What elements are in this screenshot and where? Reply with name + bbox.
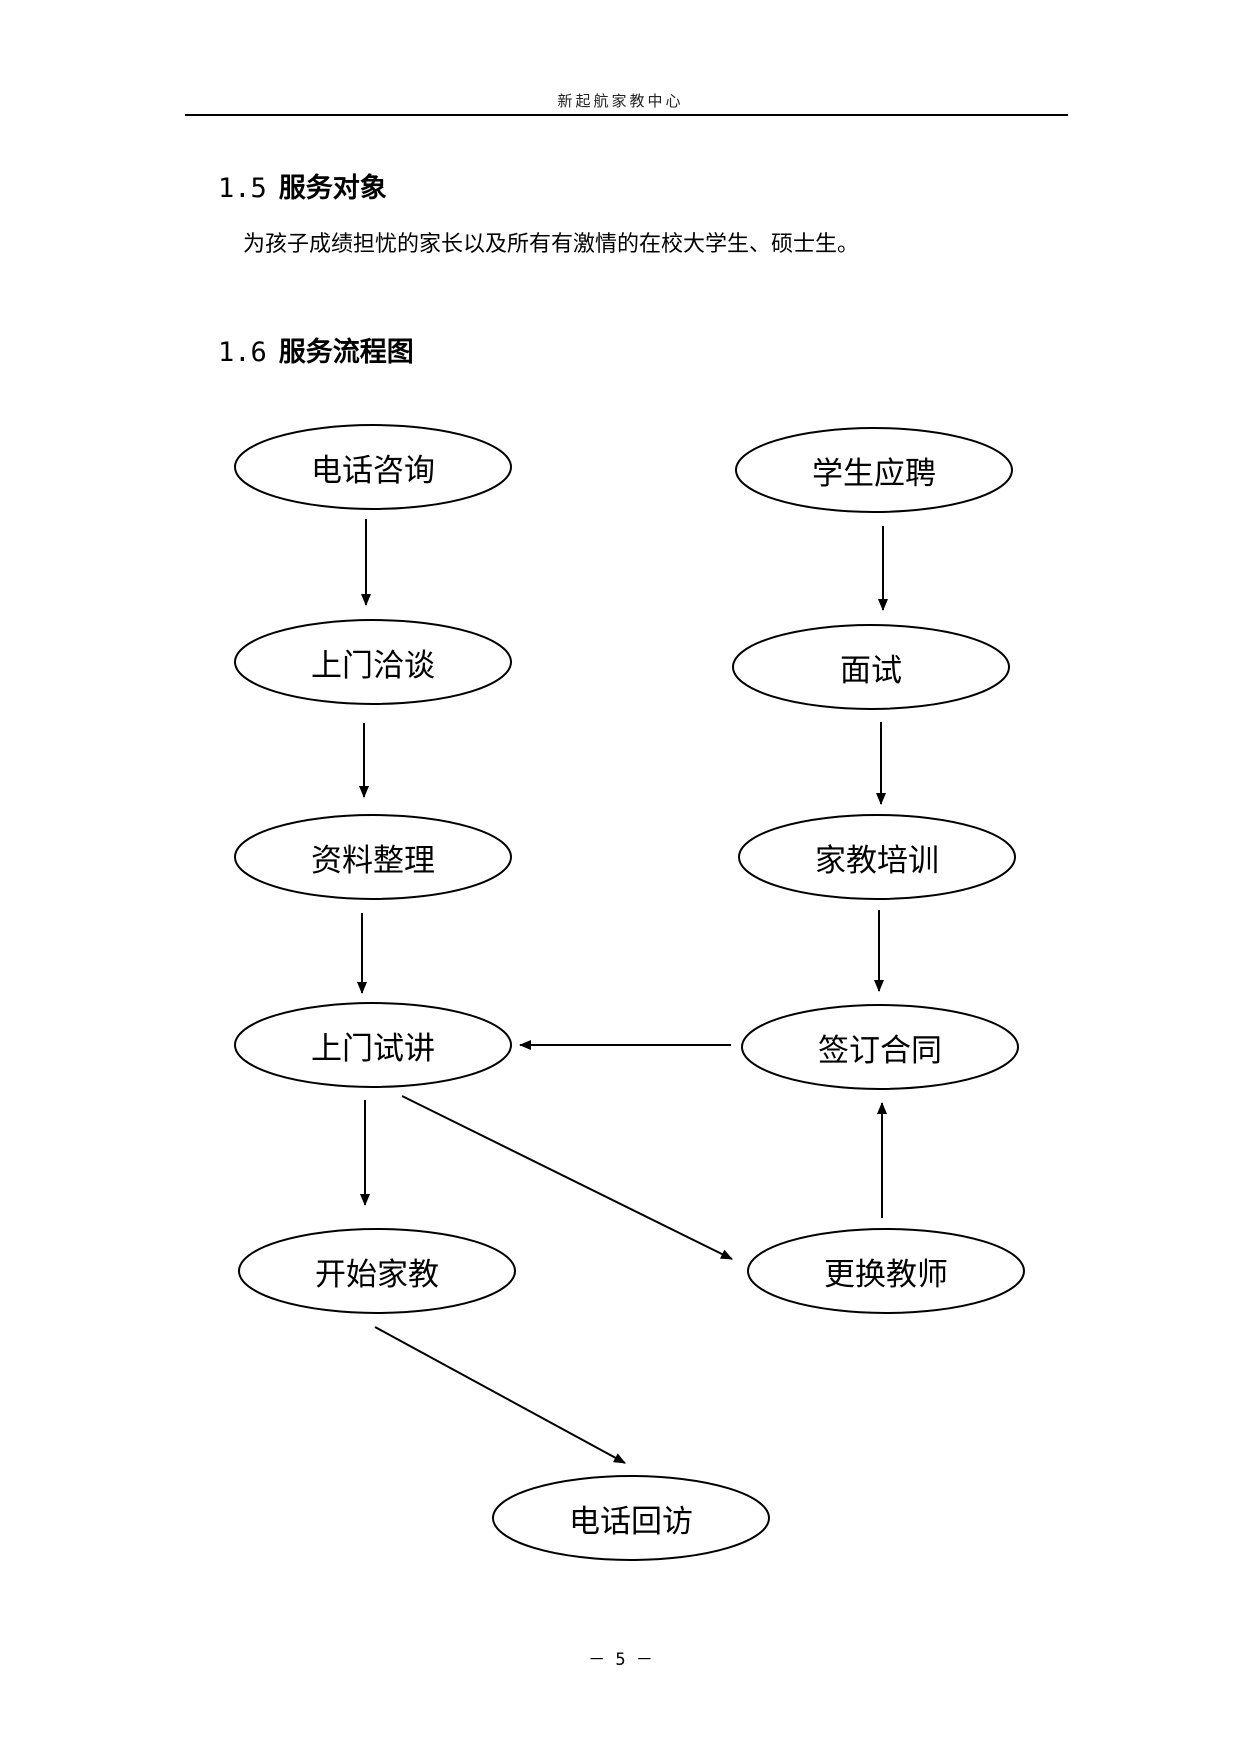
node-label: 面试 — [840, 653, 902, 689]
section-title-text: 服务流程图 — [278, 337, 414, 368]
header-rule — [185, 114, 1068, 116]
node-trial-lecture: 上门试讲 — [234, 1002, 512, 1088]
node-student-apply: 学生应聘 — [735, 427, 1013, 513]
page-header-title: 新起航家教中心 — [557, 92, 684, 110]
node-label: 学生应聘 — [812, 456, 936, 492]
page-number: － 5 － — [588, 1650, 653, 1670]
arrow-start-tutoring-to-phone-followup — [374, 1326, 626, 1464]
node-sign-contract: 签订合同 — [741, 1004, 1019, 1090]
node-phone-followup: 电话回访 — [492, 1475, 770, 1561]
node-home-talk: 上门洽谈 — [234, 619, 512, 705]
section-title-text: 服务对象 — [278, 173, 387, 204]
node-label: 签订合同 — [818, 1033, 942, 1069]
node-label: 电话回访 — [569, 1504, 693, 1540]
node-label: 家教培训 — [815, 843, 939, 879]
section-heading-1-5: 1.5 服务对象 — [218, 166, 387, 205]
node-label: 电话咨询 — [311, 453, 435, 489]
node-data-organize: 资料整理 — [234, 814, 512, 900]
node-interview: 面试 — [732, 624, 1010, 710]
node-label: 开始家教 — [315, 1257, 439, 1293]
arrow-trial-lecture-to-change-teacher — [401, 1095, 733, 1260]
node-label: 上门试讲 — [311, 1031, 435, 1067]
node-start-tutoring: 开始家教 — [238, 1228, 516, 1314]
node-label: 资料整理 — [311, 843, 435, 879]
node-phone-consult: 电话咨询 — [234, 424, 512, 510]
section-number: 1.5 — [218, 173, 267, 204]
node-label: 上门洽谈 — [311, 648, 435, 684]
node-label: 更换教师 — [824, 1257, 948, 1293]
section-number: 1.6 — [218, 337, 267, 368]
section-heading-1-6: 1.6 服务流程图 — [218, 330, 414, 369]
node-tutor-training: 家教培训 — [738, 814, 1016, 900]
node-change-teacher: 更换教师 — [747, 1228, 1025, 1314]
section-body-text: 为孩子成绩担忧的家长以及所有有激情的在校大学生、硕士生。 — [243, 232, 860, 257]
